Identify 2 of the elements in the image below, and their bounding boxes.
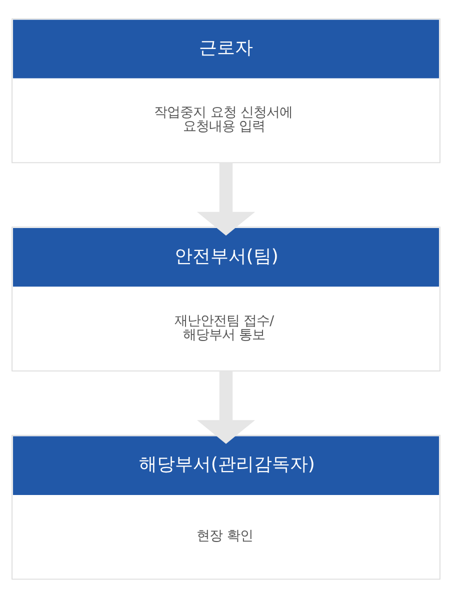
arrow [196, 162, 256, 236]
arrow [196, 370, 256, 444]
